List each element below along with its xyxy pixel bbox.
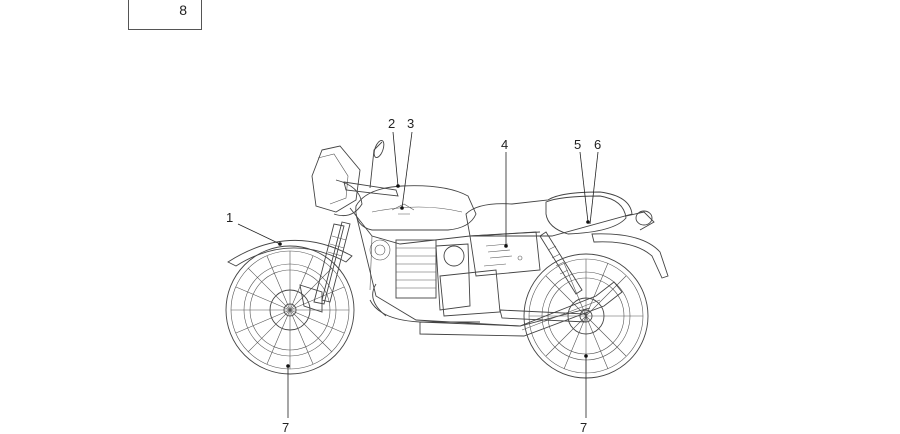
front-fork xyxy=(313,221,351,305)
handlebar xyxy=(343,139,399,197)
callout-7-front: 7 xyxy=(282,364,290,434)
front-wheel xyxy=(225,245,355,375)
callout-7-front-label: 7 xyxy=(282,420,289,434)
swingarm xyxy=(499,309,587,323)
callout-7-rear: 7 xyxy=(580,354,588,434)
seat-tail xyxy=(465,191,655,237)
callout-3-label: 3 xyxy=(407,116,414,131)
callout-4: 4 xyxy=(501,137,508,248)
callout-5-label: 5 xyxy=(574,137,581,152)
callout-1: 1 xyxy=(226,210,282,246)
callout-5: 5 xyxy=(574,137,590,224)
side-panel xyxy=(469,231,541,277)
fuel-tank xyxy=(355,185,477,231)
callout-2-label: 2 xyxy=(388,116,395,131)
legend-box-label: 8 xyxy=(179,2,187,18)
exhaust xyxy=(419,281,623,337)
rear-shock xyxy=(539,231,583,295)
callout-4-label: 4 xyxy=(501,137,508,152)
legend-box: 8 xyxy=(128,0,202,30)
callout-2: 2 xyxy=(388,116,400,188)
callout-6-label: 6 xyxy=(594,137,601,152)
frame xyxy=(349,207,591,327)
callout-3: 3 xyxy=(400,116,414,210)
callout-7-rear-label: 7 xyxy=(580,420,587,434)
engine xyxy=(369,239,501,323)
front-fender xyxy=(227,240,353,267)
rear-fender xyxy=(591,233,669,279)
headlight-fairing xyxy=(311,145,363,217)
callout-1-label: 1 xyxy=(226,210,233,225)
callout-6: 6 xyxy=(589,137,601,225)
